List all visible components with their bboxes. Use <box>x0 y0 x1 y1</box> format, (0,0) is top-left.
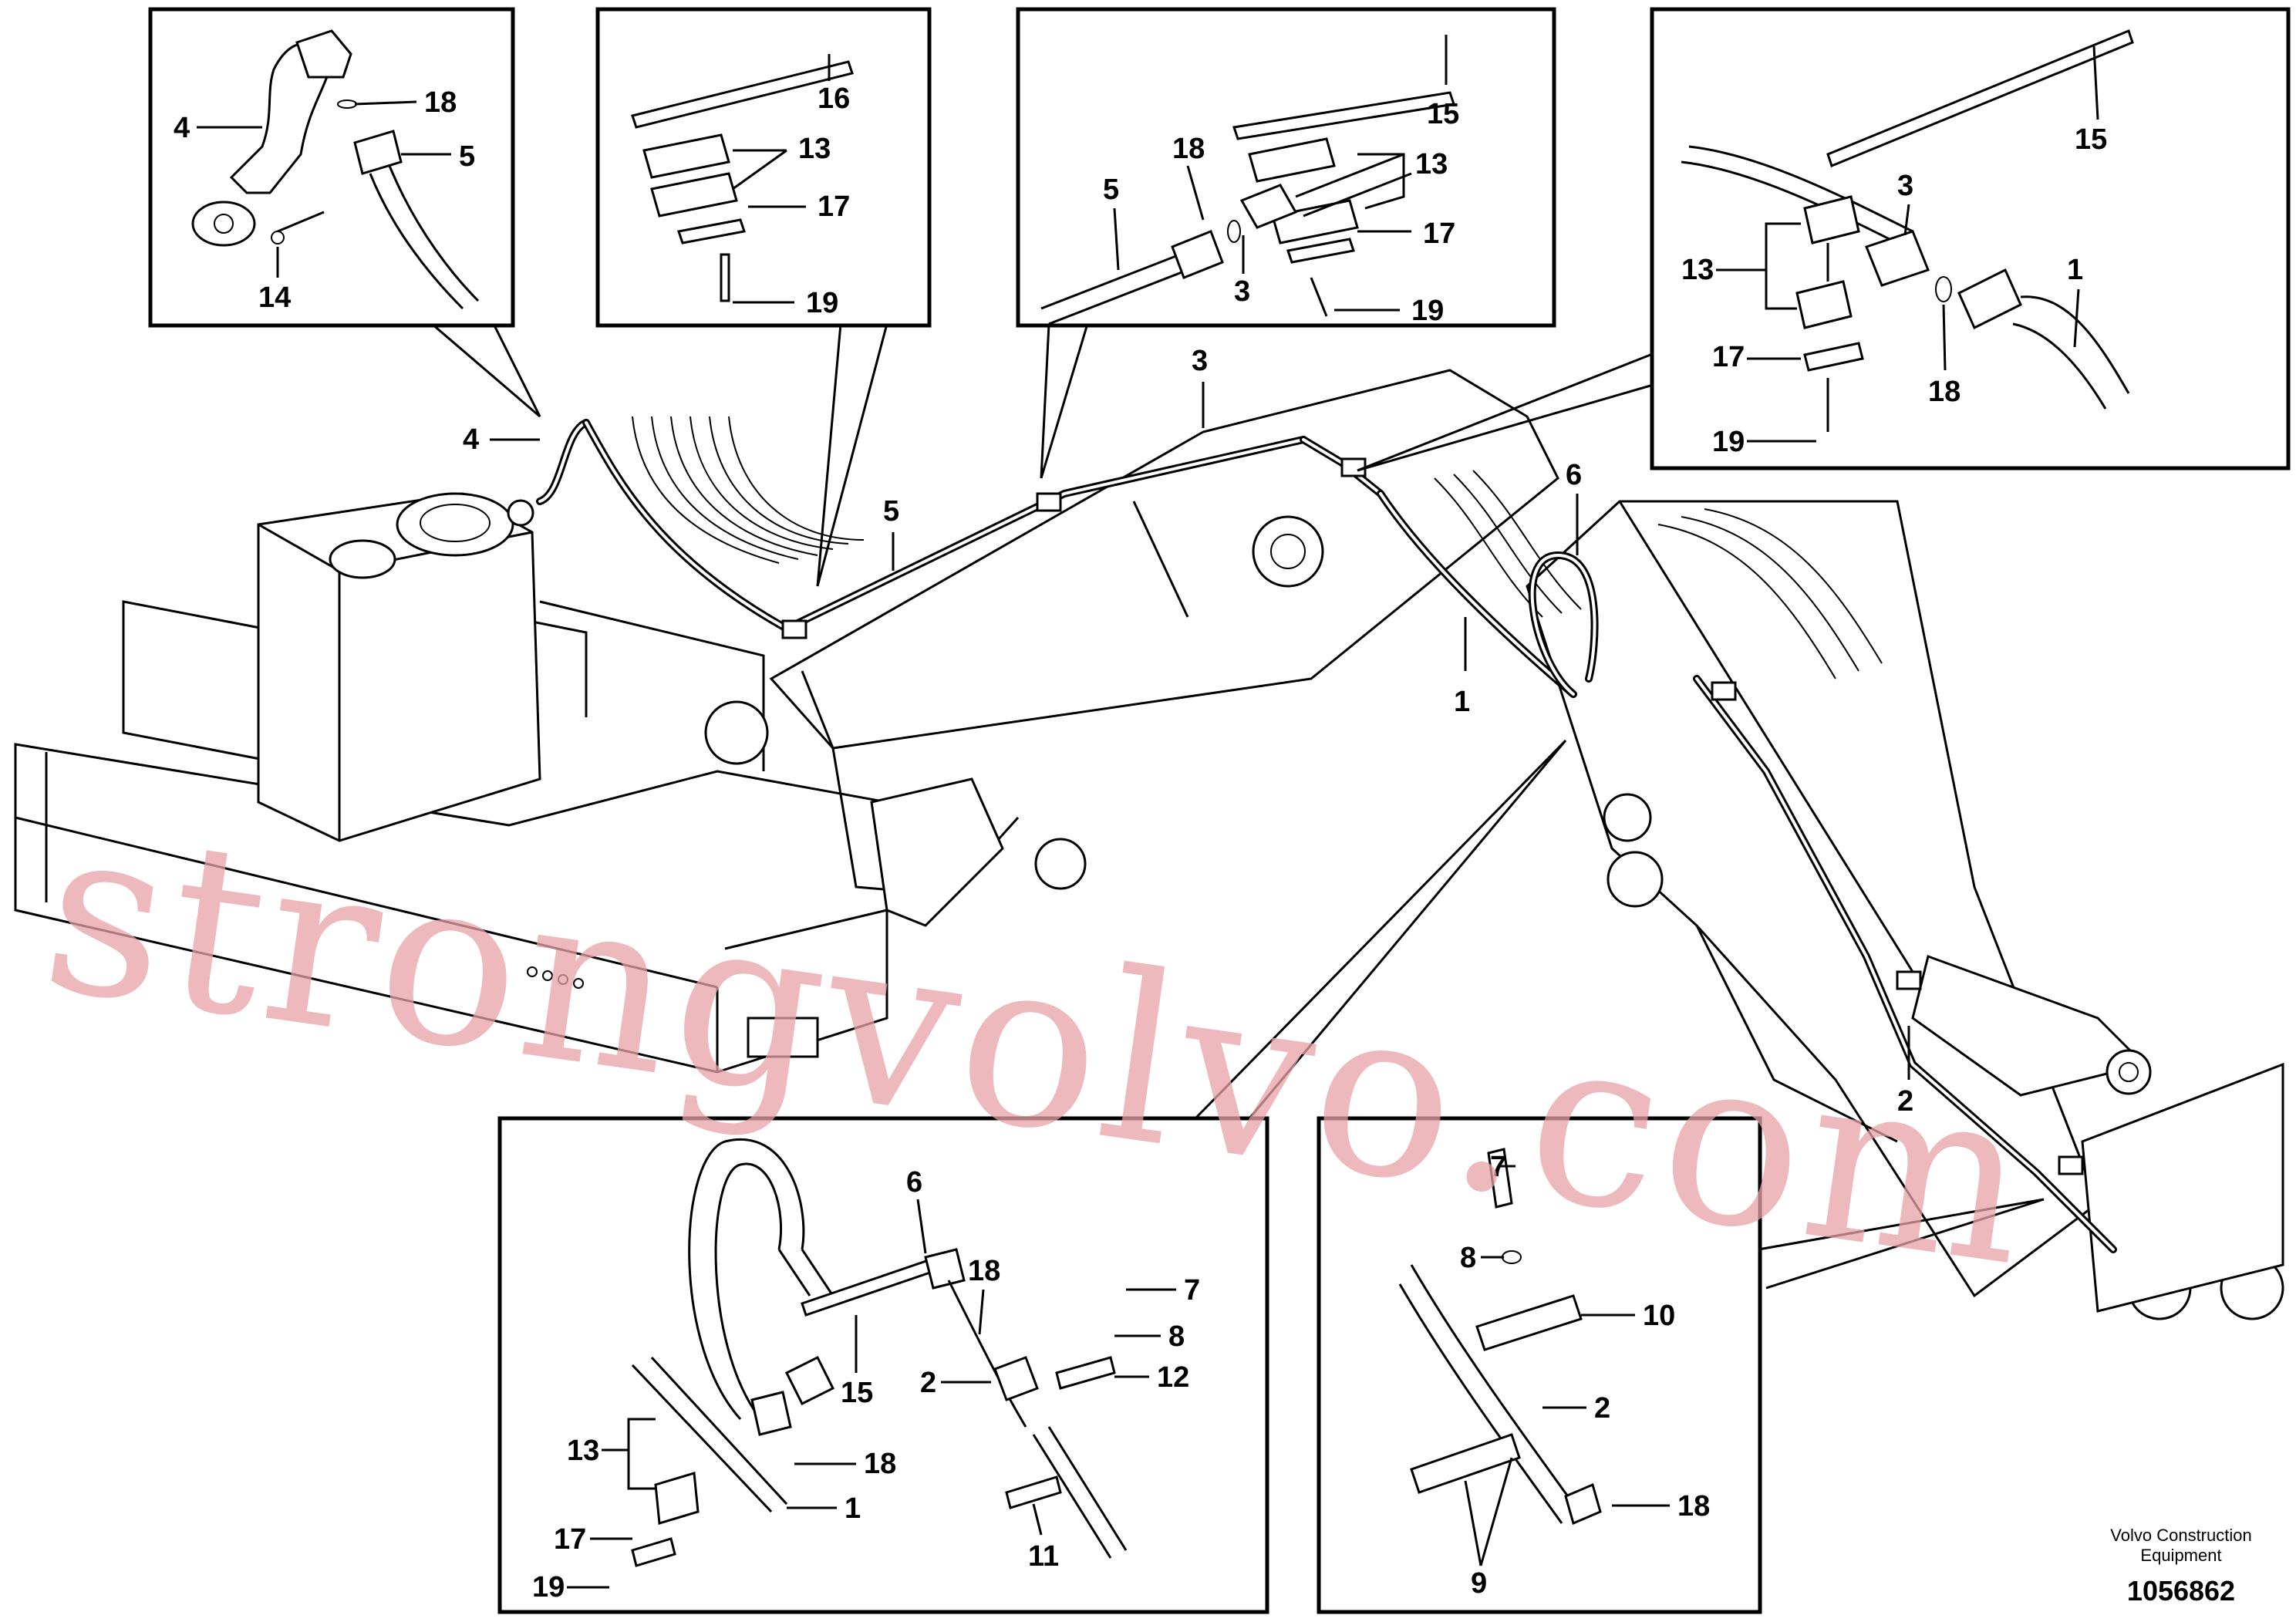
excavator-assembly-drawing: 4 5 3 1 6 2 <box>14 345 2284 1320</box>
detail-panel-e: 6 18 7 8 2 12 15 13 18 17 1 11 19 <box>497 1116 1269 1614</box>
detail-e-callout-19: 19 <box>532 1571 565 1603</box>
detail-e-callout-6: 6 <box>906 1166 922 1199</box>
detail-leaders <box>431 322 2045 1290</box>
detail-e-callout-18b: 18 <box>864 1448 896 1480</box>
clamps-main <box>781 457 2084 1175</box>
detail-b-callout-13: 13 <box>798 133 831 165</box>
callout-3: 3 <box>1192 345 1208 377</box>
detail-c-callout-17: 17 <box>1423 218 1455 250</box>
detail-e-callout-7: 7 <box>1184 1274 1200 1307</box>
detail-e-callout-17: 17 <box>554 1523 586 1556</box>
detail-c-callout-5: 5 <box>1103 174 1119 206</box>
detail-f-callout-8: 8 <box>1460 1242 1476 1274</box>
hose-bundle <box>632 416 1883 679</box>
callout-6: 6 <box>1566 459 1582 491</box>
detail-d-callout-15: 15 <box>2075 123 2107 156</box>
detail-c-callout-18: 18 <box>1172 133 1205 165</box>
detail-e-callout-8: 8 <box>1168 1320 1185 1353</box>
detail-a-callout-4: 4 <box>174 112 190 144</box>
detail-d-callout-13: 13 <box>1681 254 1714 286</box>
detail-b-callout-19: 19 <box>806 287 838 319</box>
detail-d-callout-18: 18 <box>1928 376 1961 408</box>
detail-e-callout-11: 11 <box>1028 1540 1059 1573</box>
detail-panel-f: 7 8 10 2 18 9 <box>1317 1116 1762 1614</box>
callout-5: 5 <box>883 495 899 528</box>
detail-d-callout-19: 19 <box>1712 426 1745 458</box>
detail-f-callout-7: 7 <box>1490 1151 1506 1183</box>
callout-4: 4 <box>463 423 479 456</box>
detail-panel-d: 15 3 13 1 17 18 19 <box>1650 7 2291 470</box>
detail-c-callout-19: 19 <box>1411 295 1444 327</box>
detail-d-callout-3: 3 <box>1897 170 1913 202</box>
caption-block: Volvo Construction Equipment 1056862 <box>2110 1526 2251 1607</box>
detail-b-callout-17: 17 <box>818 191 850 223</box>
detail-e-callout-13: 13 <box>567 1435 599 1467</box>
detail-c-callout-15: 15 <box>1427 98 1459 130</box>
detail-panel-c: 15 18 5 13 17 3 19 <box>1016 7 1556 328</box>
detail-b-callout-16: 16 <box>818 83 850 115</box>
detail-f-callout-2: 2 <box>1594 1392 1610 1425</box>
hydraulic-tank <box>257 492 541 842</box>
highlighted-hoses <box>536 419 2117 1253</box>
detail-a-callout-5: 5 <box>459 140 475 173</box>
caption-line-2: Equipment <box>2140 1546 2221 1565</box>
caption-line-1: Volvo Construction <box>2110 1526 2251 1545</box>
detail-c-callout-13: 13 <box>1415 148 1448 180</box>
detail-c-callout-3: 3 <box>1234 275 1250 308</box>
detail-panel-a: 4 18 5 14 <box>148 7 515 328</box>
document-number: 1056862 <box>2127 1575 2235 1607</box>
callout-2: 2 <box>1897 1085 1913 1118</box>
detail-e-callout-1: 1 <box>845 1492 861 1525</box>
detail-e-callout-15: 15 <box>841 1377 873 1409</box>
detail-f-callout-18: 18 <box>1677 1490 1710 1523</box>
detail-d-callout-1: 1 <box>2067 254 2083 286</box>
main-callouts: 4 5 3 1 6 2 <box>463 345 1913 1118</box>
detail-e-callout-18a: 18 <box>968 1255 1000 1287</box>
detail-f-callout-9: 9 <box>1471 1567 1487 1600</box>
detail-f-callout-10: 10 <box>1643 1300 1675 1332</box>
callout-1: 1 <box>1454 686 1470 718</box>
detail-a-callout-18: 18 <box>424 86 457 119</box>
detail-d-callout-17: 17 <box>1712 341 1745 373</box>
detail-e-callout-12: 12 <box>1157 1361 1189 1394</box>
detail-e-callout-2: 2 <box>920 1367 936 1399</box>
detail-a-callout-14: 14 <box>258 282 291 314</box>
detail-panel-b: 16 13 17 19 <box>595 7 932 328</box>
